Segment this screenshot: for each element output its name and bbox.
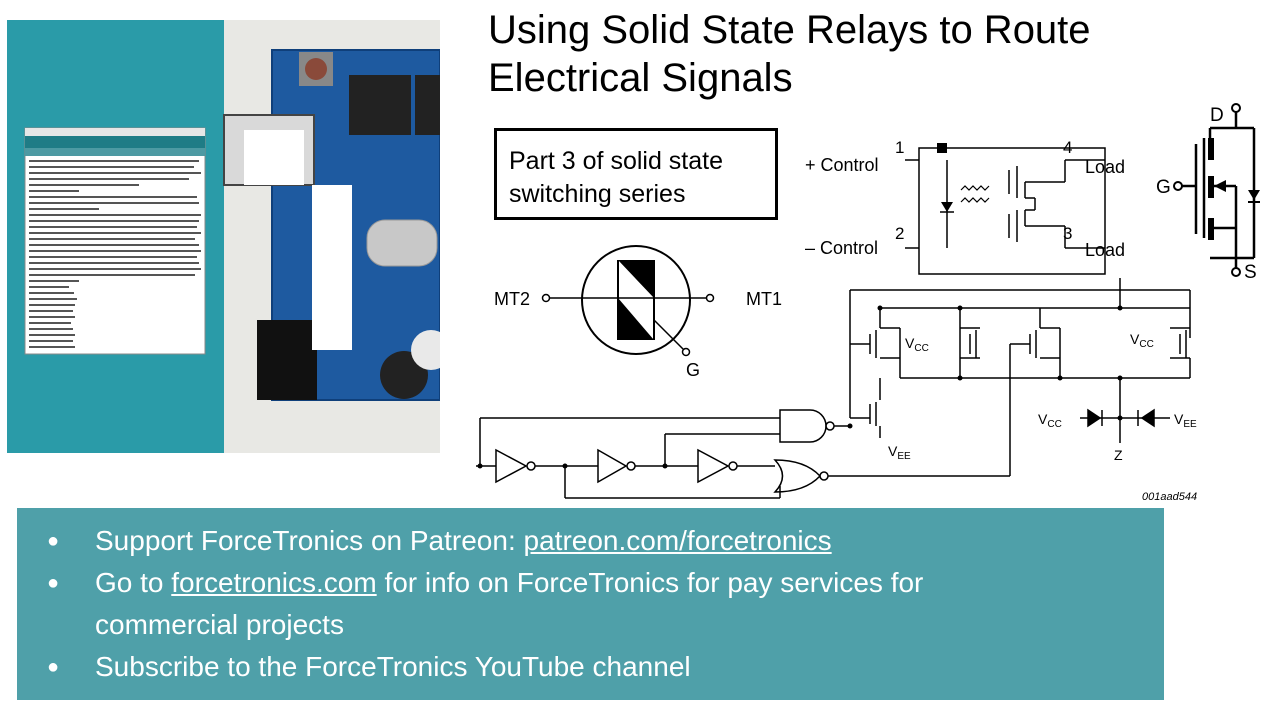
- forcetronics-site-link[interactable]: forcetronics.com: [171, 567, 377, 598]
- mosfet-gate-label: G: [1156, 177, 1171, 198]
- ssr-symbol: + Control – Control 1 2 4 3 Load Load: [805, 138, 1125, 275]
- vee-label-2: VEE: [1174, 411, 1197, 430]
- triac-mt2-label: MT2: [494, 289, 530, 309]
- vee-label-1: VEE: [888, 443, 911, 462]
- triac-mt1-label: MT1: [746, 289, 782, 309]
- vcc-label-2: VCC: [1130, 331, 1154, 350]
- vcc-label-1: VCC: [905, 335, 929, 354]
- mosfet-source-label: S: [1244, 262, 1257, 283]
- bullet-dot: ●: [47, 530, 60, 552]
- title-line-2: Electrical Signals: [488, 56, 793, 100]
- schematic-ref-label: 001aad544: [1142, 491, 1197, 503]
- bullet-youtube: ● Subscribe to the ForceTronics YouTube …: [47, 646, 1164, 688]
- triac-symbol: MT2 MT1 G: [494, 245, 782, 380]
- title-line-1: Using Solid State Relays to Route: [488, 8, 1091, 52]
- switch-circuit-schematic: VCC VCC VEE VCC VEE Z 001aad544: [476, 278, 1197, 503]
- bullet-website: ● Go to forcetronics.com for info on For…: [47, 562, 1164, 646]
- slide-title: Using Solid State Relays to Route Electr…: [488, 6, 1248, 102]
- ssr-load-top-label: Load: [1085, 157, 1125, 177]
- arduino-board-photo: [7, 20, 440, 453]
- support-info-panel: ● Support ForceTronics on Patreon: patre…: [17, 508, 1164, 700]
- mosfet-drain-label: D: [1210, 105, 1224, 126]
- ssr-minus-control-label: – Control: [805, 238, 878, 258]
- patreon-link[interactable]: patreon.com/forcetronics: [523, 525, 832, 556]
- bullet-patreon: ● Support ForceTronics on Patreon: patre…: [47, 520, 1164, 562]
- ssr-load-bottom-label: Load: [1085, 240, 1125, 260]
- vcc-label-3: VCC: [1038, 411, 1062, 430]
- bullet-dot: ●: [47, 656, 60, 678]
- series-note-box: Part 3 of solid state switching series: [494, 128, 778, 220]
- series-note-line-2: switching series: [509, 180, 686, 208]
- bullet-dot: ●: [47, 572, 60, 594]
- ssr-pin-3-label: 3: [1063, 224, 1072, 243]
- triac-gate-label: G: [686, 360, 700, 380]
- ssr-plus-control-label: + Control: [805, 155, 879, 175]
- bullet-text: Go to forcetronics.com for info on Force…: [95, 567, 924, 640]
- z-label: Z: [1114, 447, 1123, 463]
- ssr-pin-2-label: 2: [895, 224, 904, 243]
- series-note-line-1: Part 3 of solid state: [509, 147, 724, 175]
- ssr-pin-1-label: 1: [895, 138, 904, 157]
- bullet-text: Subscribe to the ForceTronics YouTube ch…: [95, 651, 691, 682]
- ssr-pin-4-label: 4: [1063, 138, 1072, 157]
- mosfet-symbol: D G S: [1156, 103, 1260, 283]
- bullet-text: Support ForceTronics on Patreon: patreon…: [95, 525, 832, 556]
